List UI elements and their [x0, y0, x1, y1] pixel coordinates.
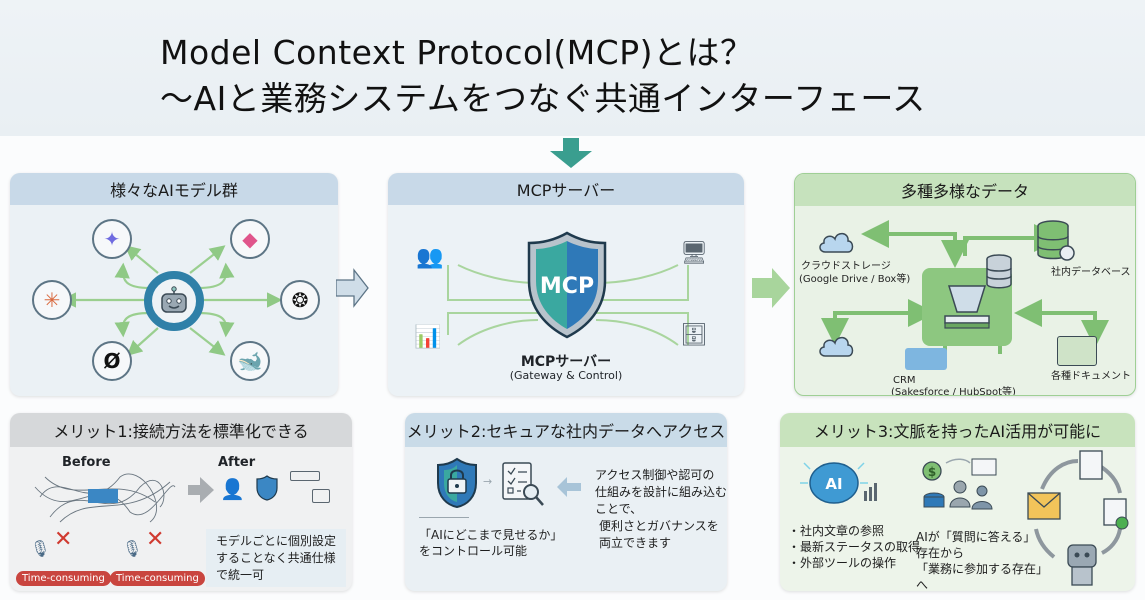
claude-model-icon[interactable]: ✳ [32, 280, 72, 320]
after-label: After [218, 455, 256, 470]
governance-text-line-3: ことで、 [595, 502, 643, 516]
app-icons: 🖥 [680, 241, 708, 266]
copilot-model-icon[interactable]: ◆ [230, 219, 270, 259]
bullet-item: ・外部ツールの操作 [788, 556, 897, 570]
cloud-storage-icon [819, 232, 854, 253]
governance-text-line-4: 便利さとガバナンスを [599, 519, 719, 533]
down-arrow-icon [550, 138, 592, 168]
ai-brain-icon: AI [800, 462, 877, 504]
grok-model-icon[interactable]: Ø [92, 341, 132, 381]
database-icons: 🗄 [680, 323, 708, 348]
role-text-line-2: 存在から [916, 546, 965, 560]
after-desc-line-1: モデルごとに個別設定 [216, 534, 337, 548]
crm-label-sub: (Sakesforce / HubSpot等) [891, 387, 1016, 396]
documents-icon [1057, 336, 1097, 366]
after-desc-line-3: で統一可 [216, 568, 265, 582]
mcp-caption: MCPサーバー [520, 354, 612, 370]
mcp-caption-sub: (Gateway & Control) [509, 369, 623, 382]
time-consuming-tag: Time-consuming [16, 571, 111, 586]
bullet-item: ・最新ステータスの取得 [788, 540, 921, 554]
small-shield-icon [256, 475, 278, 501]
robot-hub [144, 271, 204, 331]
company-database-label: 社内データベース [1051, 267, 1131, 278]
after-description-box [206, 529, 346, 587]
mcp-shield-text: MCP [540, 274, 594, 299]
data-sources-panel: 多種多様なデータ [794, 173, 1136, 396]
company-database-icon [1037, 220, 1075, 261]
right-arrow-icon [336, 268, 369, 308]
merit3-title: メリット3:文脈を持ったAI活用が可能に [780, 413, 1135, 447]
brain-ai-text: AI [825, 475, 842, 493]
document-icon [1079, 450, 1103, 480]
service-box-icon [290, 471, 320, 481]
openai-model-icon[interactable]: ❂ [280, 280, 320, 320]
deepseek-model-icon[interactable]: 🐋 [230, 341, 270, 381]
lock-shield-icon [437, 457, 477, 509]
robot-icon [161, 286, 187, 313]
red-x-icon: ✕ [54, 527, 73, 552]
ai-models-panel: 様々なAIモデル群 [10, 173, 338, 396]
before-label: Before [62, 455, 111, 470]
mcp-server-panel: MCPサーバー 👥 📊 🖥 🗄 MCP [388, 173, 744, 396]
cloud-app-icon [819, 336, 854, 357]
red-x-icon: ✕ [146, 527, 165, 552]
cloud-storage-label-sub: (Google Drive / Box等) [799, 274, 911, 285]
funnel-icon [944, 285, 990, 329]
control-text-line-1: 「AIにどこまで見せるか」 [419, 528, 563, 542]
gemini-model-icon[interactable]: ✦ [92, 219, 132, 259]
service-box-icon [312, 489, 330, 503]
mcp-shield-icon: MCP [527, 231, 607, 339]
small-arrow-icon: → [483, 475, 493, 488]
main-title: Model Context Protocol(MCP)とは？ [160, 33, 754, 72]
cloud-storage-label: クラウドストレージ [801, 261, 891, 272]
stakeholder-icons: 👥 [416, 245, 444, 270]
svg-text:$: $ [928, 465, 936, 479]
role-text-line-4: へ [916, 578, 929, 591]
crm-logo-icon [905, 348, 947, 370]
model-connection-arrows [60, 245, 283, 356]
person-icon: 👤 [220, 477, 245, 501]
subtitle: ～AIと業務システムをつなぐ共通インターフェース [160, 79, 926, 118]
merit3-panel: メリット3:文脈を持ったAI活用が可能に AI ・社内文章の参照 ・最新ステータ… [780, 413, 1135, 591]
gray-right-arrow-icon [188, 477, 214, 503]
left-arrow-icon [557, 477, 581, 497]
green-right-arrow-icon [752, 268, 790, 308]
documents-label: 各種ドキュメント [1051, 371, 1131, 382]
report-icons: 📊 [414, 325, 442, 350]
checklist-search-icon [502, 462, 544, 506]
governance-text-line-5: 両立できます [599, 536, 672, 550]
business-data-icon: $ [922, 458, 997, 510]
bullet-item: ・社内文章の参照 [788, 524, 885, 538]
governance-text-line-2: 仕組みを設計に組み込む [595, 485, 727, 499]
crm-label: CRM [893, 375, 916, 386]
data-sources-title: 多種多様なデータ [795, 174, 1135, 206]
microphone-icon: 🎙 [122, 539, 143, 558]
mcp-server-title: MCPサーバー [388, 173, 744, 205]
microphone-icon: 🎙 [30, 539, 51, 558]
title-band: Model Context Protocol(MCP)とは？ ～AIと業務システ… [0, 0, 1145, 136]
merit1-title: メリット1:接続方法を標準化できる [10, 413, 352, 447]
role-text-line-3: 「業務に参加する存在」 [916, 562, 1049, 576]
merit2-panel: メリット2:セキュアな社内データへアクセス → 「A [405, 413, 727, 591]
after-desc-line-2: することなく共通仕様 [216, 551, 336, 565]
divider [419, 517, 469, 518]
governance-text-line-1: アクセス制御や認可の [595, 468, 715, 482]
role-text-line-1: AIが「質問に答える」 [916, 530, 1036, 544]
merit1-panel: メリット1:接続方法を標準化できる Before ✕ ✕ 🎙 🎙 Time-co… [10, 413, 352, 591]
ai-models-title: 様々なAIモデル群 [10, 173, 338, 205]
workflow-cycle-icon [1027, 450, 1129, 586]
merit2-title: メリット2:セキュアな社内データへアクセス [405, 413, 727, 447]
tangled-connections-icon [34, 473, 176, 523]
control-text-line-2: をコントロール可能 [419, 544, 528, 558]
database-icon [986, 254, 1012, 289]
robot-worker-icon [1067, 544, 1097, 568]
time-consuming-tag: Time-consuming [110, 571, 205, 586]
